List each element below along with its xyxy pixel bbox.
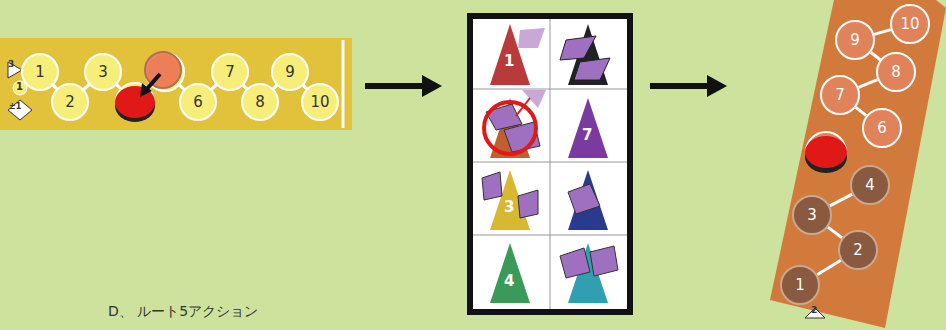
space-number: 8: [255, 95, 265, 110]
cross-out: [787, 172, 883, 298]
track-space: 4: [850, 165, 890, 205]
space-number: 2: [65, 95, 75, 110]
marker-label: 1: [16, 82, 23, 92]
rune-piece: [590, 246, 618, 276]
track-space: 2: [51, 83, 89, 121]
card-number: 4: [504, 274, 514, 289]
rune-triangle: [568, 170, 608, 230]
track-space: [146, 53, 184, 91]
track-space: [116, 83, 154, 121]
track-link: [856, 107, 867, 115]
track-link: [830, 194, 852, 206]
track-space: 2: [838, 230, 878, 270]
card-grid: [473, 19, 627, 309]
track-space: 9: [835, 20, 875, 60]
marker-label: 2: [811, 306, 817, 315]
flow-arrowhead: [422, 75, 442, 97]
rune-piece: [574, 58, 610, 80]
track-space: 6: [179, 83, 217, 121]
marker-label: ±1: [9, 103, 21, 111]
track-link: [84, 85, 89, 89]
track-space: 3: [792, 195, 832, 235]
highlight-circle: [484, 102, 536, 154]
flow-arrow: [650, 83, 710, 89]
track-space: 1: [780, 265, 820, 305]
track-link: [828, 227, 842, 238]
space-number: 8: [891, 65, 901, 80]
caption: D、 ルート5アクション: [108, 304, 258, 318]
rune-piece: [482, 172, 502, 200]
track-space: 3: [84, 53, 122, 91]
track-end: [342, 40, 345, 128]
track-space: 7: [211, 53, 249, 91]
rune-piece: [518, 28, 545, 48]
track-link: [874, 30, 891, 35]
track-space: 6: [862, 108, 902, 148]
space-number: 1: [35, 65, 45, 80]
space-number: 9: [285, 65, 295, 80]
red-token: [805, 136, 847, 168]
space-number: 7: [835, 88, 845, 103]
rune-piece: [560, 248, 590, 278]
track-space: 10: [301, 83, 339, 121]
flow-arrow: [365, 83, 425, 89]
rune-card: [470, 16, 630, 312]
flow-arrowhead: [707, 75, 727, 97]
card-number: 7: [582, 128, 592, 143]
move-arrowhead: [140, 83, 152, 97]
track-band: [0, 38, 352, 130]
highlight-arrow: [516, 98, 530, 116]
track-space: 10: [890, 4, 930, 44]
space-number: 9: [850, 33, 860, 48]
track-space: 8: [241, 83, 279, 121]
track-link: [871, 52, 880, 59]
track-link: [212, 85, 216, 89]
space-number: 3: [807, 208, 817, 223]
marker-diamond: [8, 100, 32, 120]
space-number: 3: [98, 65, 108, 80]
space-number: 10: [900, 17, 919, 32]
space-number: 10: [310, 95, 329, 110]
space-number: 6: [877, 121, 887, 136]
rune-piece: [518, 190, 538, 218]
space-number: 1: [795, 278, 805, 293]
rune-piece: [522, 90, 546, 108]
rune-triangle: [490, 243, 530, 303]
rune-piece: [560, 36, 596, 60]
track-space: 7: [820, 75, 860, 115]
space-number: 6: [193, 95, 203, 110]
card-number: 3: [504, 200, 514, 215]
track-space: 9: [271, 53, 309, 91]
move-arrow: [146, 74, 160, 90]
space-number: 7: [225, 65, 235, 80]
track-space: 1: [21, 53, 59, 91]
marker-label: 3: [8, 60, 14, 69]
track-link: [817, 260, 841, 274]
rune-triangle: [568, 98, 608, 158]
space-number: 4: [865, 178, 875, 193]
rune-piece: [568, 184, 600, 214]
card-number: 1: [504, 54, 514, 69]
track-space: [806, 132, 846, 172]
track-space: 8: [876, 52, 916, 92]
space-number: 2: [853, 243, 863, 258]
track-band: [770, 0, 946, 328]
track-link: [859, 80, 878, 88]
